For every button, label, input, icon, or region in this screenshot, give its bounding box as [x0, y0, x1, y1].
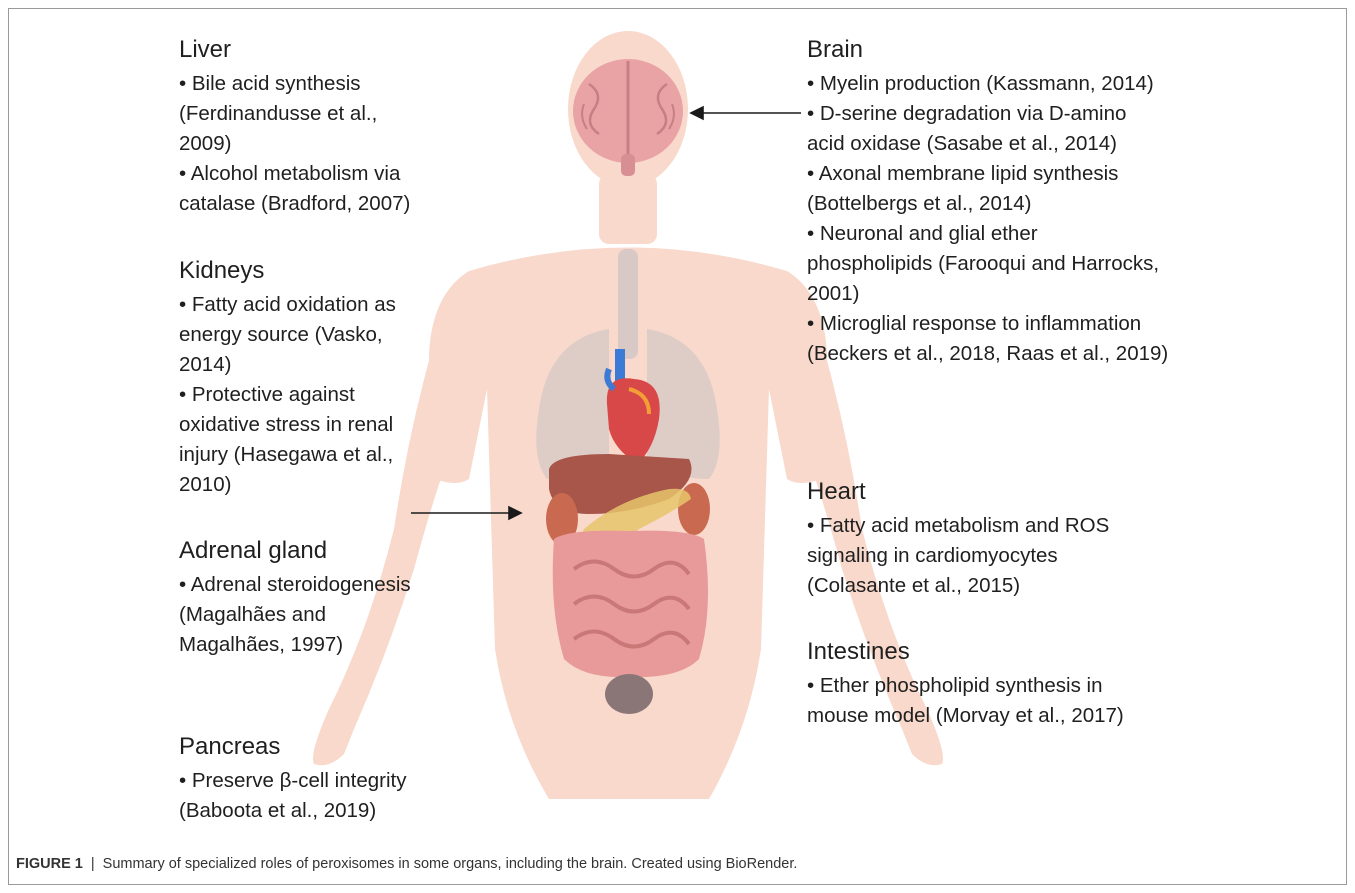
adrenal-title: Adrenal gland	[179, 536, 411, 566]
pancreas-title: Pancreas	[179, 732, 406, 762]
caption-text: Summary of specialized roles of peroxiso…	[103, 856, 798, 872]
liver-title: Liver	[179, 35, 410, 65]
kidneys-title: Kidneys	[179, 256, 396, 286]
kidneys-item: • Protective against oxidative stress in…	[179, 380, 396, 500]
brain-item: • Neuronal and glial ether phospholipids…	[807, 219, 1168, 309]
brain-arrow	[691, 107, 801, 119]
intestines-block: Intestines • Ether phospholipid synthesi…	[807, 637, 1124, 731]
liver-item: • Bile acid synthesis (Ferdinandusse et …	[179, 69, 410, 159]
bladder-icon	[605, 674, 653, 714]
brain-item: • D-serine degradation via D-amino acid …	[807, 99, 1168, 159]
figure-area: Liver • Bile acid synthesis (Ferdinandus…	[9, 9, 1348, 829]
brain-item: • Myelin production (Kassmann, 2014)	[807, 69, 1168, 99]
heart-title: Heart	[807, 477, 1109, 507]
liver-item: • Alcohol metabolism via catalase (Bradf…	[179, 159, 410, 219]
pancreas-block: Pancreas • Preserve β-cell integrity (Ba…	[179, 732, 406, 826]
caption-label: FIGURE 1	[16, 856, 83, 872]
intestines-icon	[553, 531, 708, 678]
intestines-item: • Ether phospholipid synthesis in mouse …	[807, 671, 1124, 731]
brain-item: • Axonal membrane lipid synthesis (Botte…	[807, 159, 1168, 219]
pancreas-item: • Preserve β-cell integrity (Baboota et …	[179, 766, 406, 826]
caption-separator: |	[83, 856, 103, 872]
brain-title: Brain	[807, 35, 1168, 65]
adrenal-block: Adrenal gland • Adrenal steroidogenesis …	[179, 536, 411, 660]
brain-block: Brain • Myelin production (Kassmann, 201…	[807, 35, 1168, 369]
heart-block: Heart • Fatty acid metabolism and ROS si…	[807, 477, 1109, 601]
kidneys-item: • Fatty acid oxidation as energy source …	[179, 290, 396, 380]
figure-caption: FIGURE 1|Summary of specialized roles of…	[16, 856, 797, 872]
intestines-title: Intestines	[807, 637, 1124, 667]
brain-item: • Microglial response to inflammation (B…	[807, 309, 1168, 369]
kidneys-block: Kidneys • Fatty acid oxidation as energy…	[179, 256, 396, 500]
trachea-icon	[618, 249, 638, 359]
heart-item: • Fatty acid metabolism and ROS signalin…	[807, 511, 1109, 601]
figure-frame: Liver • Bile acid synthesis (Ferdinandus…	[8, 8, 1347, 885]
liver-block: Liver • Bile acid synthesis (Ferdinandus…	[179, 35, 410, 219]
adrenal-item: • Adrenal steroidogenesis (Magalhães and…	[179, 570, 411, 660]
